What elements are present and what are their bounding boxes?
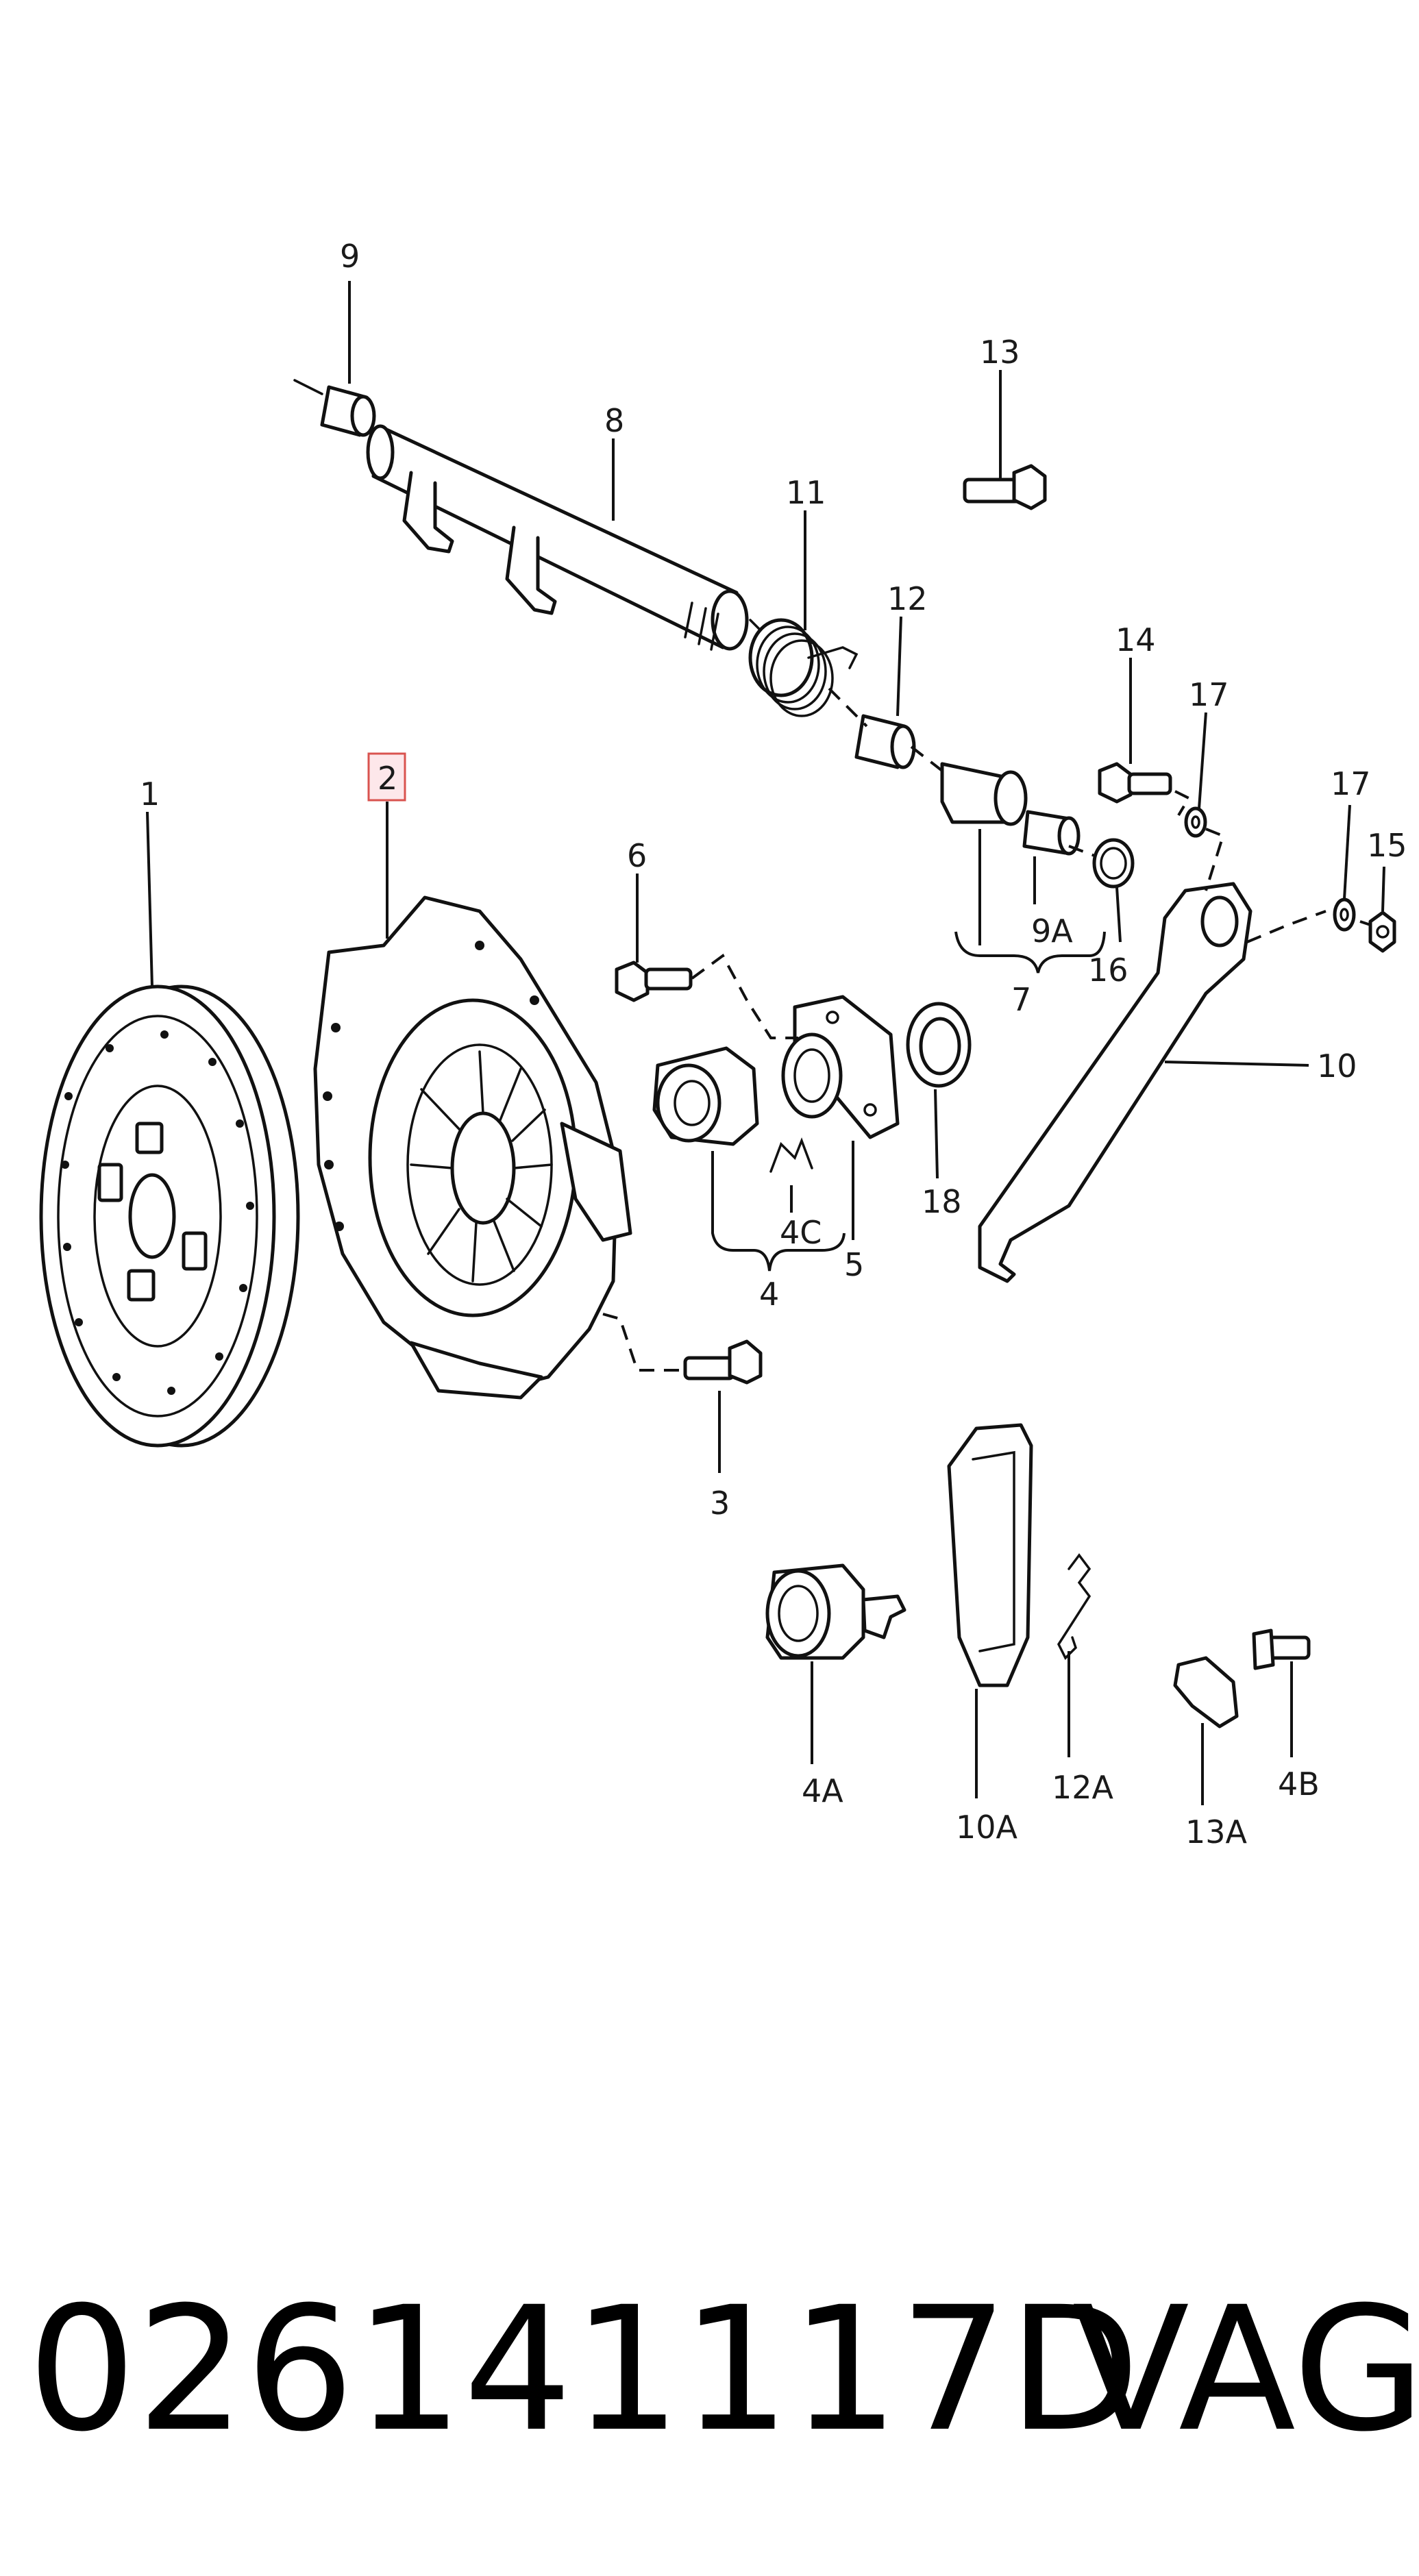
callout-8: 8: [604, 402, 624, 439]
callout-4a: 4A: [802, 1772, 843, 1809]
stud-4b: [1252, 1628, 1311, 1670]
bolt-3: [683, 1339, 763, 1385]
part-number: 026141117D: [27, 2270, 1140, 2469]
release-bearing-4: [652, 1046, 759, 1146]
callout-13a: 13A: [1185, 1813, 1248, 1850]
bushing-9a: [1022, 810, 1081, 856]
torsion-spring-11: [748, 618, 859, 717]
spring-clip-12a: [1057, 1553, 1091, 1660]
callout-9a: 9A: [1031, 913, 1073, 950]
callout-13: 13: [980, 334, 1020, 371]
bushing-12: [854, 714, 916, 769]
bolt-13: [963, 464, 1047, 510]
callout-16: 16: [1088, 952, 1128, 989]
callout-6: 6: [627, 837, 647, 874]
release-lever-10: [978, 882, 1253, 1283]
callout-2: 2: [378, 760, 397, 797]
callout-5: 5: [844, 1246, 864, 1283]
callout-10: 10: [1317, 1048, 1357, 1085]
leader-lines: [146, 281, 1385, 1805]
clip-4c: [769, 1137, 813, 1173]
washer-17a: [1184, 806, 1207, 838]
bearing-4a: [765, 1563, 906, 1660]
pressure-plate: [313, 895, 632, 1400]
callout-17b: 17: [1331, 765, 1371, 802]
bushing-7: [940, 762, 1028, 826]
callout-15: 15: [1367, 827, 1407, 864]
guide-sleeve-5: [781, 995, 900, 1139]
bolt-14: [1098, 762, 1172, 804]
callout-7: 7: [1011, 981, 1031, 1018]
callout-3: 3: [710, 1485, 730, 1522]
clutch-disc: [39, 984, 300, 1448]
circlip-16: [1092, 838, 1135, 889]
release-shaft: [366, 424, 749, 651]
callout-1: 1: [140, 776, 160, 813]
washer-17b: [1333, 897, 1356, 932]
callout-11: 11: [786, 474, 826, 511]
callout-10a: 10A: [956, 1809, 1018, 1846]
lever-plate-10a: [947, 1423, 1033, 1687]
callout-14: 14: [1115, 621, 1156, 658]
seal-ring-18: [906, 1002, 972, 1088]
brand-name: VAG: [1072, 2270, 1419, 2469]
callout-17a: 17: [1189, 676, 1229, 713]
callout-4: 4: [759, 1276, 779, 1313]
bolt-6: [615, 961, 693, 1002]
callout-4c: 4C: [780, 1214, 822, 1251]
callout-labels: 1 2 3 4 4A 4B 4C 5 6 7 8 9 9A 10 10A 11 …: [140, 238, 1407, 1850]
callout-18: 18: [922, 1183, 962, 1220]
callout-4b: 4B: [1278, 1766, 1320, 1803]
bushing-13a: [1173, 1656, 1239, 1729]
nut-15: [1368, 911, 1396, 953]
bushing-9: [293, 379, 376, 437]
callout-12: 12: [887, 580, 928, 617]
callout-12a: 12A: [1052, 1769, 1114, 1806]
highlight-box: [367, 752, 406, 802]
callout-9: 9: [340, 238, 360, 275]
